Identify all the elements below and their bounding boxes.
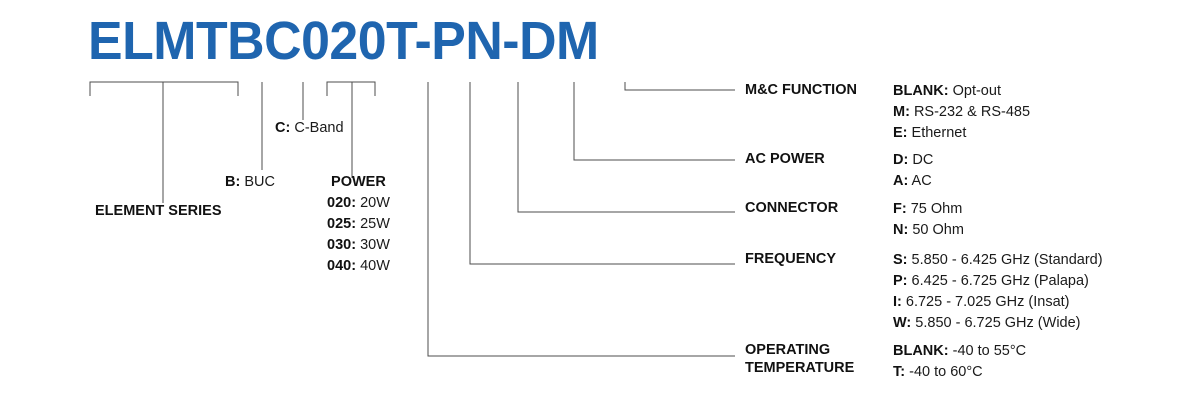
option-item: BLANK: -40 to 55°C	[893, 343, 1027, 359]
option-item: S: 5.850 - 6.425 GHz (Standard)	[893, 252, 1103, 268]
options-frequency: S: 5.850 - 6.425 GHz (Standard) P: 6.425…	[893, 250, 1103, 334]
options-ac-power: D: DC A: AC	[893, 150, 933, 192]
category-operating-temperature: OPERATING TEMPERATURE	[745, 342, 855, 376]
option-item: BLANK: Opt-out	[893, 83, 1001, 99]
option-item: A: AC	[893, 173, 932, 189]
category-connector: CONNECTOR	[745, 200, 839, 216]
label-c-band: C: C-Band	[275, 120, 344, 136]
label-buc: B: BUC	[225, 174, 275, 190]
label-element-series: ELEMENT SERIES	[95, 203, 222, 219]
option-item: P: 6.425 - 6.725 GHz (Palapa)	[893, 273, 1089, 289]
option-item: M: RS-232 & RS-485	[893, 104, 1031, 120]
category-mc-function: M&C FUNCTION	[745, 82, 857, 98]
option-item: W: 5.850 - 6.725 GHz (Wide)	[893, 315, 1081, 331]
leader-frequency	[469, 82, 735, 265]
bracket-power	[326, 81, 376, 96]
category-frequency: FREQUENCY	[745, 251, 837, 267]
options-operating-temperature: BLANK: -40 to 55°C T: -40 to 60°C	[893, 341, 1026, 383]
option-item: E: Ethernet	[893, 125, 967, 141]
leader-ac-power	[573, 82, 735, 161]
power-option: 020: 20W	[327, 195, 390, 211]
leader-operating-temperature	[427, 82, 735, 357]
power-option: 030: 30W	[327, 237, 390, 253]
power-option: 025: 25W	[327, 216, 390, 232]
leader-mc-function	[624, 82, 735, 91]
leader-connector	[517, 82, 735, 213]
category-ac-power: AC POWER	[745, 151, 825, 167]
option-item: F: 75 Ohm	[893, 201, 963, 217]
option-item: N: 50 Ohm	[893, 222, 964, 238]
label-power: POWER 020: 20W 025: 25W 030: 30W 040: 40…	[327, 174, 390, 277]
bracket-element-series	[89, 81, 239, 96]
options-mc-function: BLANK: Opt-out M: RS-232 & RS-485 E: Eth…	[893, 81, 1030, 144]
power-option: 040: 40W	[327, 258, 390, 274]
part-number-title: ELMTBC020T-PN-DM	[88, 11, 599, 71]
option-item: T: -40 to 60°C	[893, 364, 983, 380]
options-connector: F: 75 Ohm N: 50 Ohm	[893, 199, 964, 241]
option-item: D: DC	[893, 152, 934, 168]
option-item: I: 6.725 - 7.025 GHz (Insat)	[893, 294, 1070, 310]
power-header: POWER	[331, 174, 386, 190]
